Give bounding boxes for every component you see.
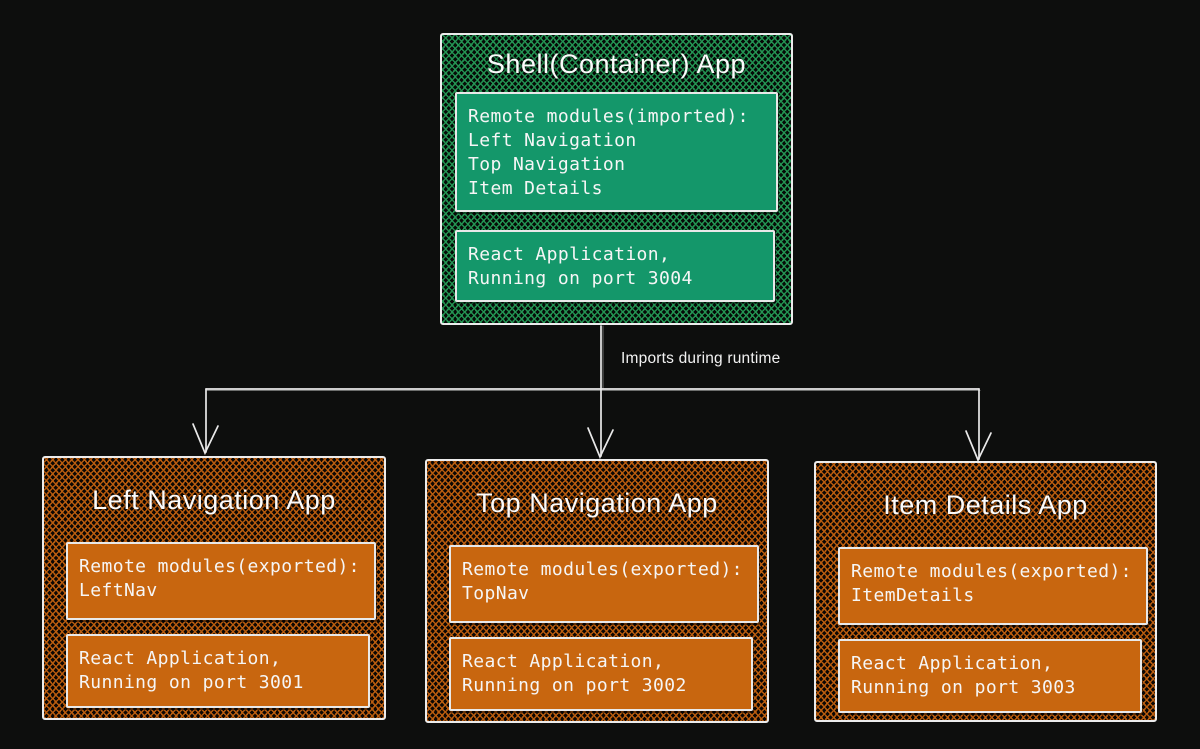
code-line: LeftNav [79,580,158,601]
code-line: React Application, [851,653,1054,674]
top-navigation-app-node: Top Navigation App Remote modules(export… [425,459,769,723]
item-details-runtime-box: React Application, Running on port 3003 [838,639,1142,713]
code-line: Remote modules(exported): [79,556,360,577]
right-arrowhead-icon [965,430,992,463]
code-line: Running on port 3003 [851,677,1076,698]
item-details-app-node: Item Details App Remote modules(exported… [814,461,1157,722]
code-line: Remote modules(exported): [462,559,743,580]
top-navigation-exported-modules-box: Remote modules(exported): TopNav [449,545,759,623]
code-line: Remote modules(exported): [851,561,1132,582]
shell-app-node: Shell(Container) App Remote modules(impo… [440,33,793,325]
top-navigation-app-title: Top Navigation App [476,488,718,518]
middle-arrowhead-icon [587,427,614,460]
code-line: React Application, [79,648,282,669]
runtime-import-label: Imports during runtime [621,350,781,367]
shell-runtime-box: React Application, Running on port 3004 [455,230,775,302]
code-line: Running on port 3004 [468,268,693,289]
code-line: React Application, [462,651,665,672]
left-arrowhead-icon [192,423,219,456]
code-line: ItemDetails [851,585,975,606]
code-line: Remote modules(imported): [468,106,749,127]
left-navigation-exported-modules-box: Remote modules(exported): LeftNav [66,542,376,620]
top-navigation-runtime-box: React Application, Running on port 3002 [449,637,753,711]
code-line: React Application, [468,244,671,265]
item-details-exported-modules-box: Remote modules(exported): ItemDetails [838,547,1148,625]
connector-sketch-overlay [206,325,981,391]
left-navigation-runtime-box: React Application, Running on port 3001 [66,634,370,708]
code-line: TopNav [462,583,530,604]
code-line: Running on port 3002 [462,675,687,696]
left-navigation-app-title: Left Navigation App [92,485,336,515]
shell-app-title: Shell(Container) App [486,49,747,79]
code-line: Running on port 3001 [79,672,304,693]
shell-imported-modules-box: Remote modules(imported): Left Navigatio… [455,92,778,212]
item-details-app-title: Item Details App [883,490,1088,520]
code-line: Item Details [468,178,603,199]
code-line: Left Navigation [468,130,637,151]
left-navigation-app-node: Left Navigation App Remote modules(expor… [42,456,386,720]
code-line: Top Navigation [468,154,626,175]
